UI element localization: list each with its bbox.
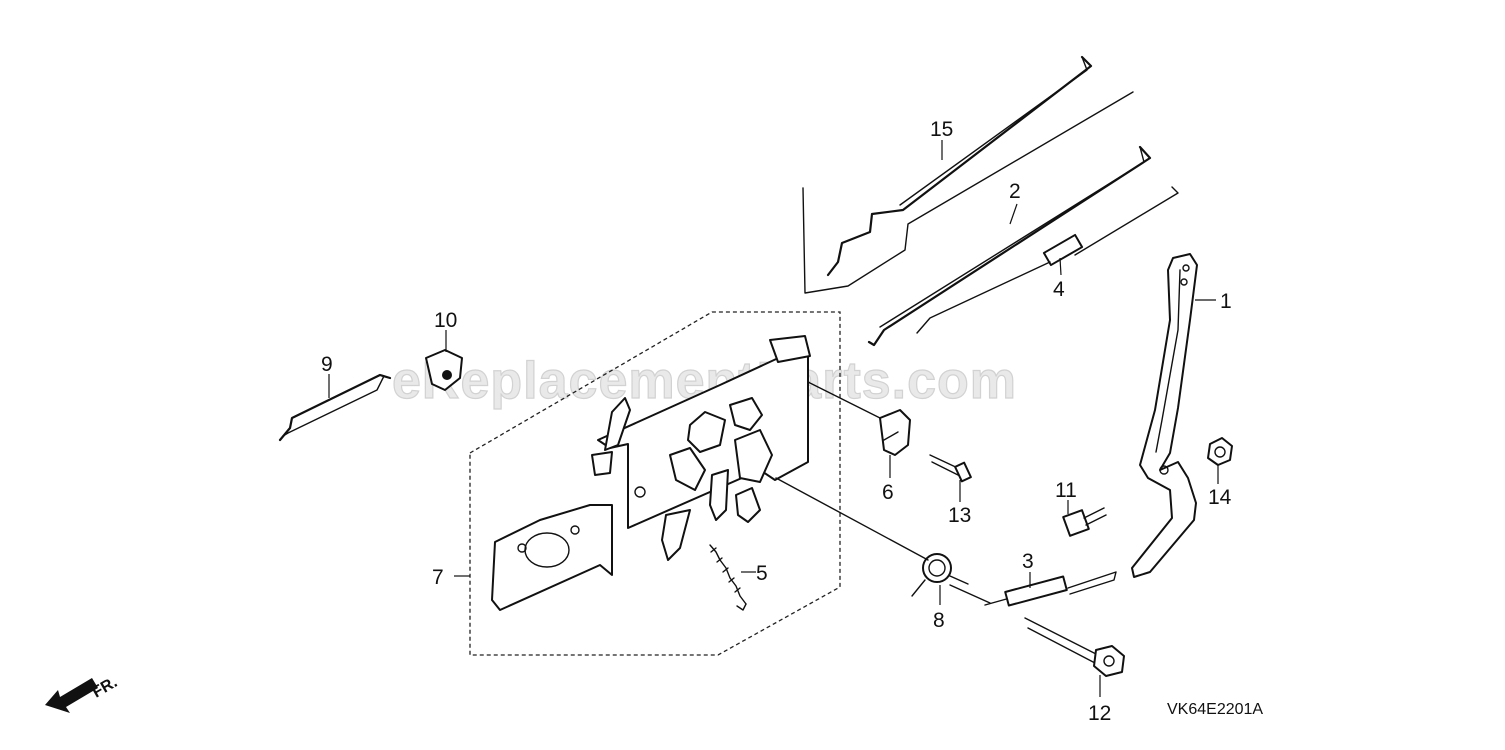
- rod-part-2[interactable]: [867, 145, 1152, 347]
- bolt-part-11[interactable]: [1062, 507, 1107, 537]
- screw-part-13[interactable]: [929, 454, 972, 483]
- diagram-code: VK64E2201A: [1167, 701, 1263, 718]
- leader-lines: [328, 140, 1219, 697]
- front-label: FR.: [90, 674, 121, 702]
- callout-2: 2: [1009, 180, 1021, 203]
- callout-3: 3: [1022, 550, 1034, 573]
- assembly-lines: [775, 381, 991, 604]
- bolt-part-12[interactable]: [1024, 617, 1125, 677]
- callout-14: 14: [1208, 486, 1232, 509]
- callout-12: 12: [1088, 702, 1111, 725]
- frame-edge: [802, 91, 1134, 294]
- clip-part-10[interactable]: [425, 349, 463, 391]
- lever-part-1[interactable]: [1131, 253, 1198, 578]
- callout-9: 9: [321, 353, 333, 376]
- spring-part-5[interactable]: [709, 544, 747, 611]
- callout-10: 10: [434, 309, 457, 332]
- callout-7: 7: [432, 566, 444, 589]
- clamp-part-6[interactable]: [879, 409, 911, 456]
- rod-part-9[interactable]: [278, 373, 392, 442]
- callout-8: 8: [933, 609, 945, 632]
- rod-part-15[interactable]: [826, 55, 1093, 277]
- callout-5: 5: [756, 562, 768, 585]
- spring-part-8[interactable]: [911, 553, 969, 597]
- callout-1: 1: [1220, 290, 1232, 313]
- spring-part-3[interactable]: [984, 571, 1117, 607]
- callout-11: 11: [1055, 479, 1077, 502]
- spring-part-4[interactable]: [916, 186, 1179, 334]
- nut-part-14[interactable]: [1207, 437, 1233, 466]
- callout-4: 4: [1053, 278, 1065, 301]
- front-direction-indicator: FR.: [45, 674, 120, 713]
- callout-6: 6: [882, 481, 894, 504]
- callout-13: 13: [948, 504, 971, 527]
- callout-15: 15: [930, 118, 953, 141]
- control-plate-part-7[interactable]: [469, 311, 841, 656]
- watermark-text: eReplacementParts.com: [392, 352, 1017, 410]
- front-arrow-icon: [45, 678, 98, 713]
